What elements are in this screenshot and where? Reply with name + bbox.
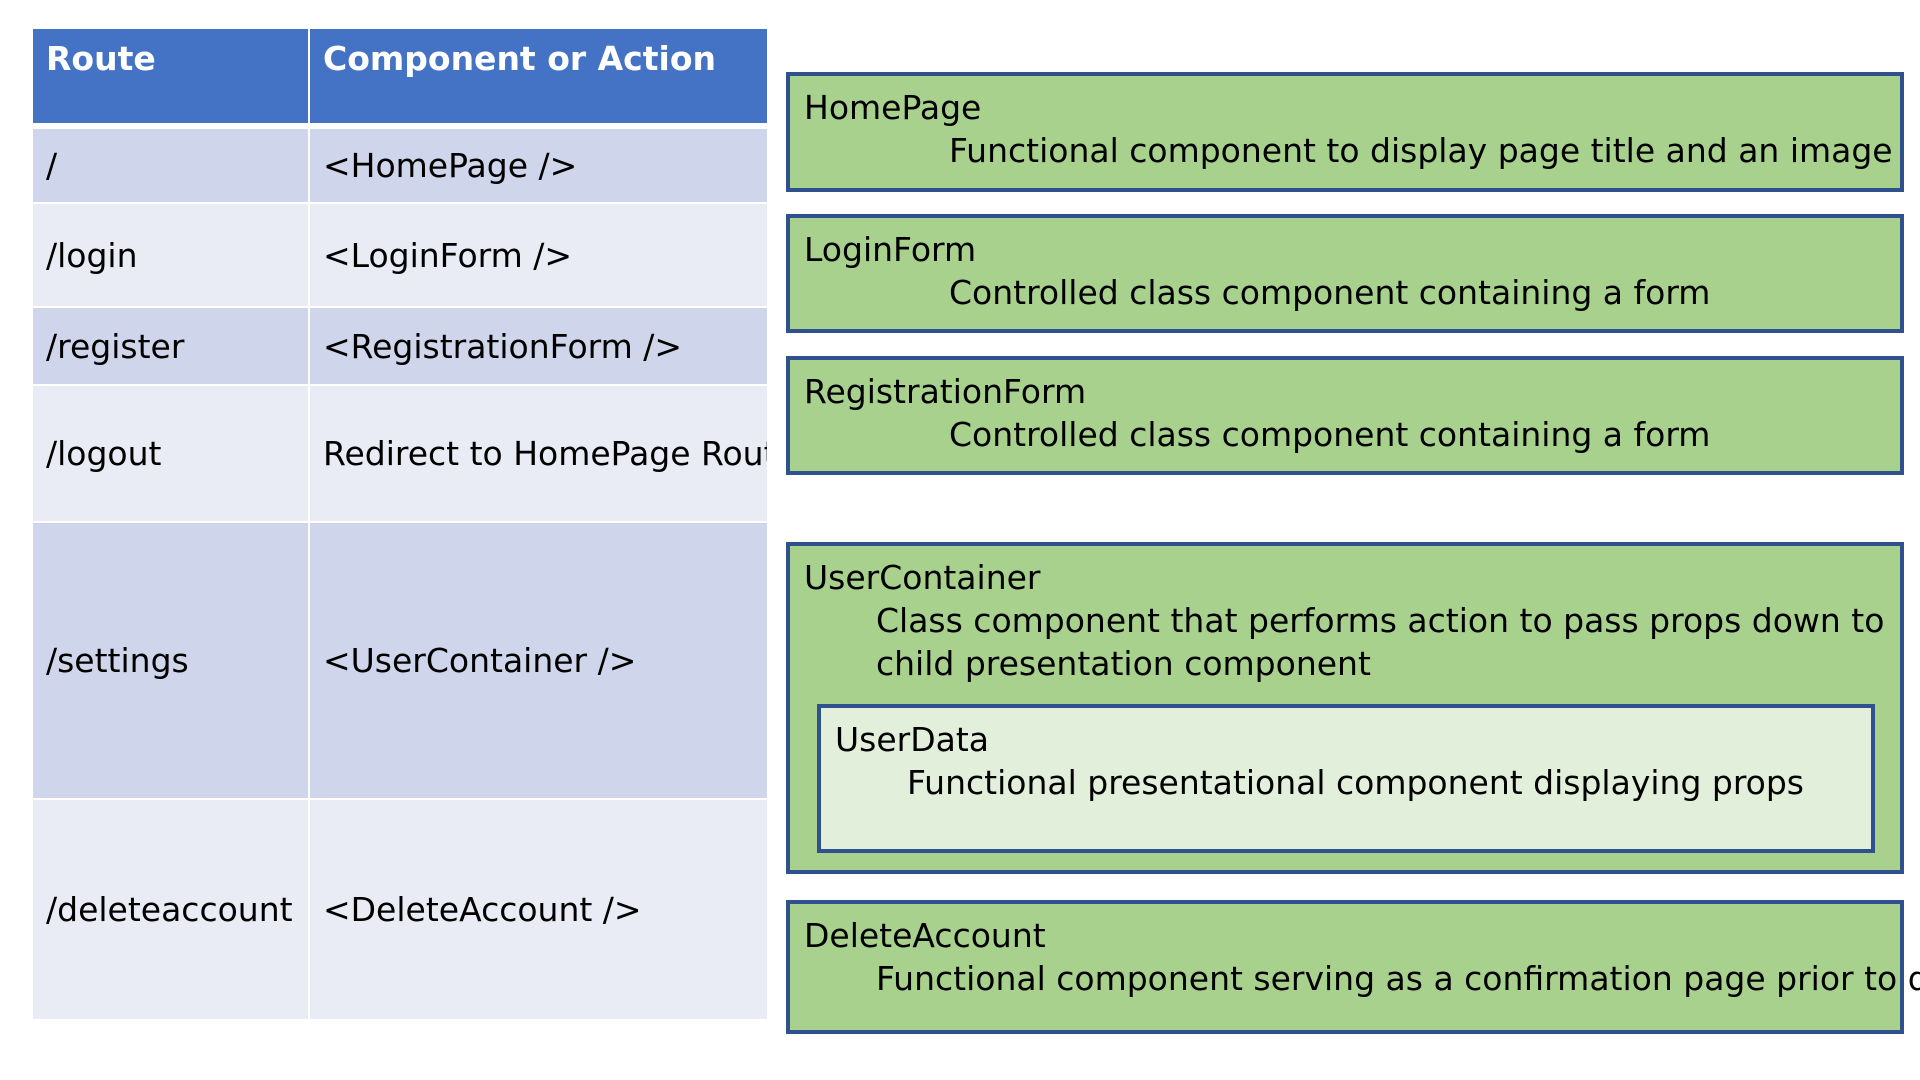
userdata-box: UserData Functional presentational compo… — [817, 704, 1875, 853]
component-cell: <HomePage /> — [308, 125, 769, 204]
loginform-box: LoginForm Controlled class component con… — [786, 214, 1904, 333]
component-cell: <DeleteAccount /> — [308, 798, 769, 1021]
component-title: DeleteAccount — [804, 916, 1046, 955]
component-description: Controlled class component containing a … — [949, 273, 1711, 312]
route-cell: /register — [31, 306, 310, 386]
route-cell: / — [31, 125, 310, 204]
component-title: UserData — [835, 720, 990, 759]
component-cell: <RegistrationForm /> — [308, 306, 769, 386]
component-description: Class component that performs action to … — [876, 601, 1885, 683]
component-cell: <UserContainer /> — [308, 521, 769, 800]
table-header-row: Route Component or Action — [31, 27, 769, 129]
table-row: /settings <UserContainer /> — [31, 521, 769, 800]
route-cell: /deleteaccount — [31, 798, 310, 1021]
component-title: UserContainer — [804, 558, 1041, 597]
component-title: RegistrationForm — [804, 372, 1087, 411]
deleteaccount-box: DeleteAccount Functional component servi… — [786, 900, 1920, 1034]
table-row: /register <RegistrationForm /> — [31, 306, 769, 386]
route-cell: /settings — [31, 521, 310, 800]
component-cell: <LoginForm /> — [308, 202, 769, 308]
registrationform-box: RegistrationForm Controlled class compon… — [786, 356, 1904, 475]
component-description: Functional component to display page tit… — [949, 131, 1893, 170]
table-row: /login <LoginForm /> — [31, 202, 769, 308]
route-cell: /login — [31, 202, 310, 308]
column-header-route: Route — [31, 27, 310, 129]
table-row: /deleteaccount <DeleteAccount /> — [31, 798, 769, 1021]
component-description: Controlled class component containing a … — [949, 415, 1711, 454]
route-table: Route Component or Action / <HomePage />… — [31, 27, 769, 1021]
table-row: /logout Redirect to HomePage Route — [31, 384, 769, 523]
route-cell: /logout — [31, 384, 310, 523]
column-header-component: Component or Action — [308, 27, 769, 129]
component-description: Functional component serving as a confir… — [876, 959, 1920, 998]
homepage-box: HomePage Functional component to display… — [786, 72, 1904, 192]
component-description: Functional presentational component disp… — [907, 763, 1804, 802]
component-title: LoginForm — [804, 230, 977, 269]
component-cell: Redirect to HomePage Route — [308, 384, 769, 523]
table-row: / <HomePage /> — [31, 125, 769, 204]
usercontainer-box: UserContainer Class component that perfo… — [786, 542, 1904, 874]
component-title: HomePage — [804, 88, 982, 127]
